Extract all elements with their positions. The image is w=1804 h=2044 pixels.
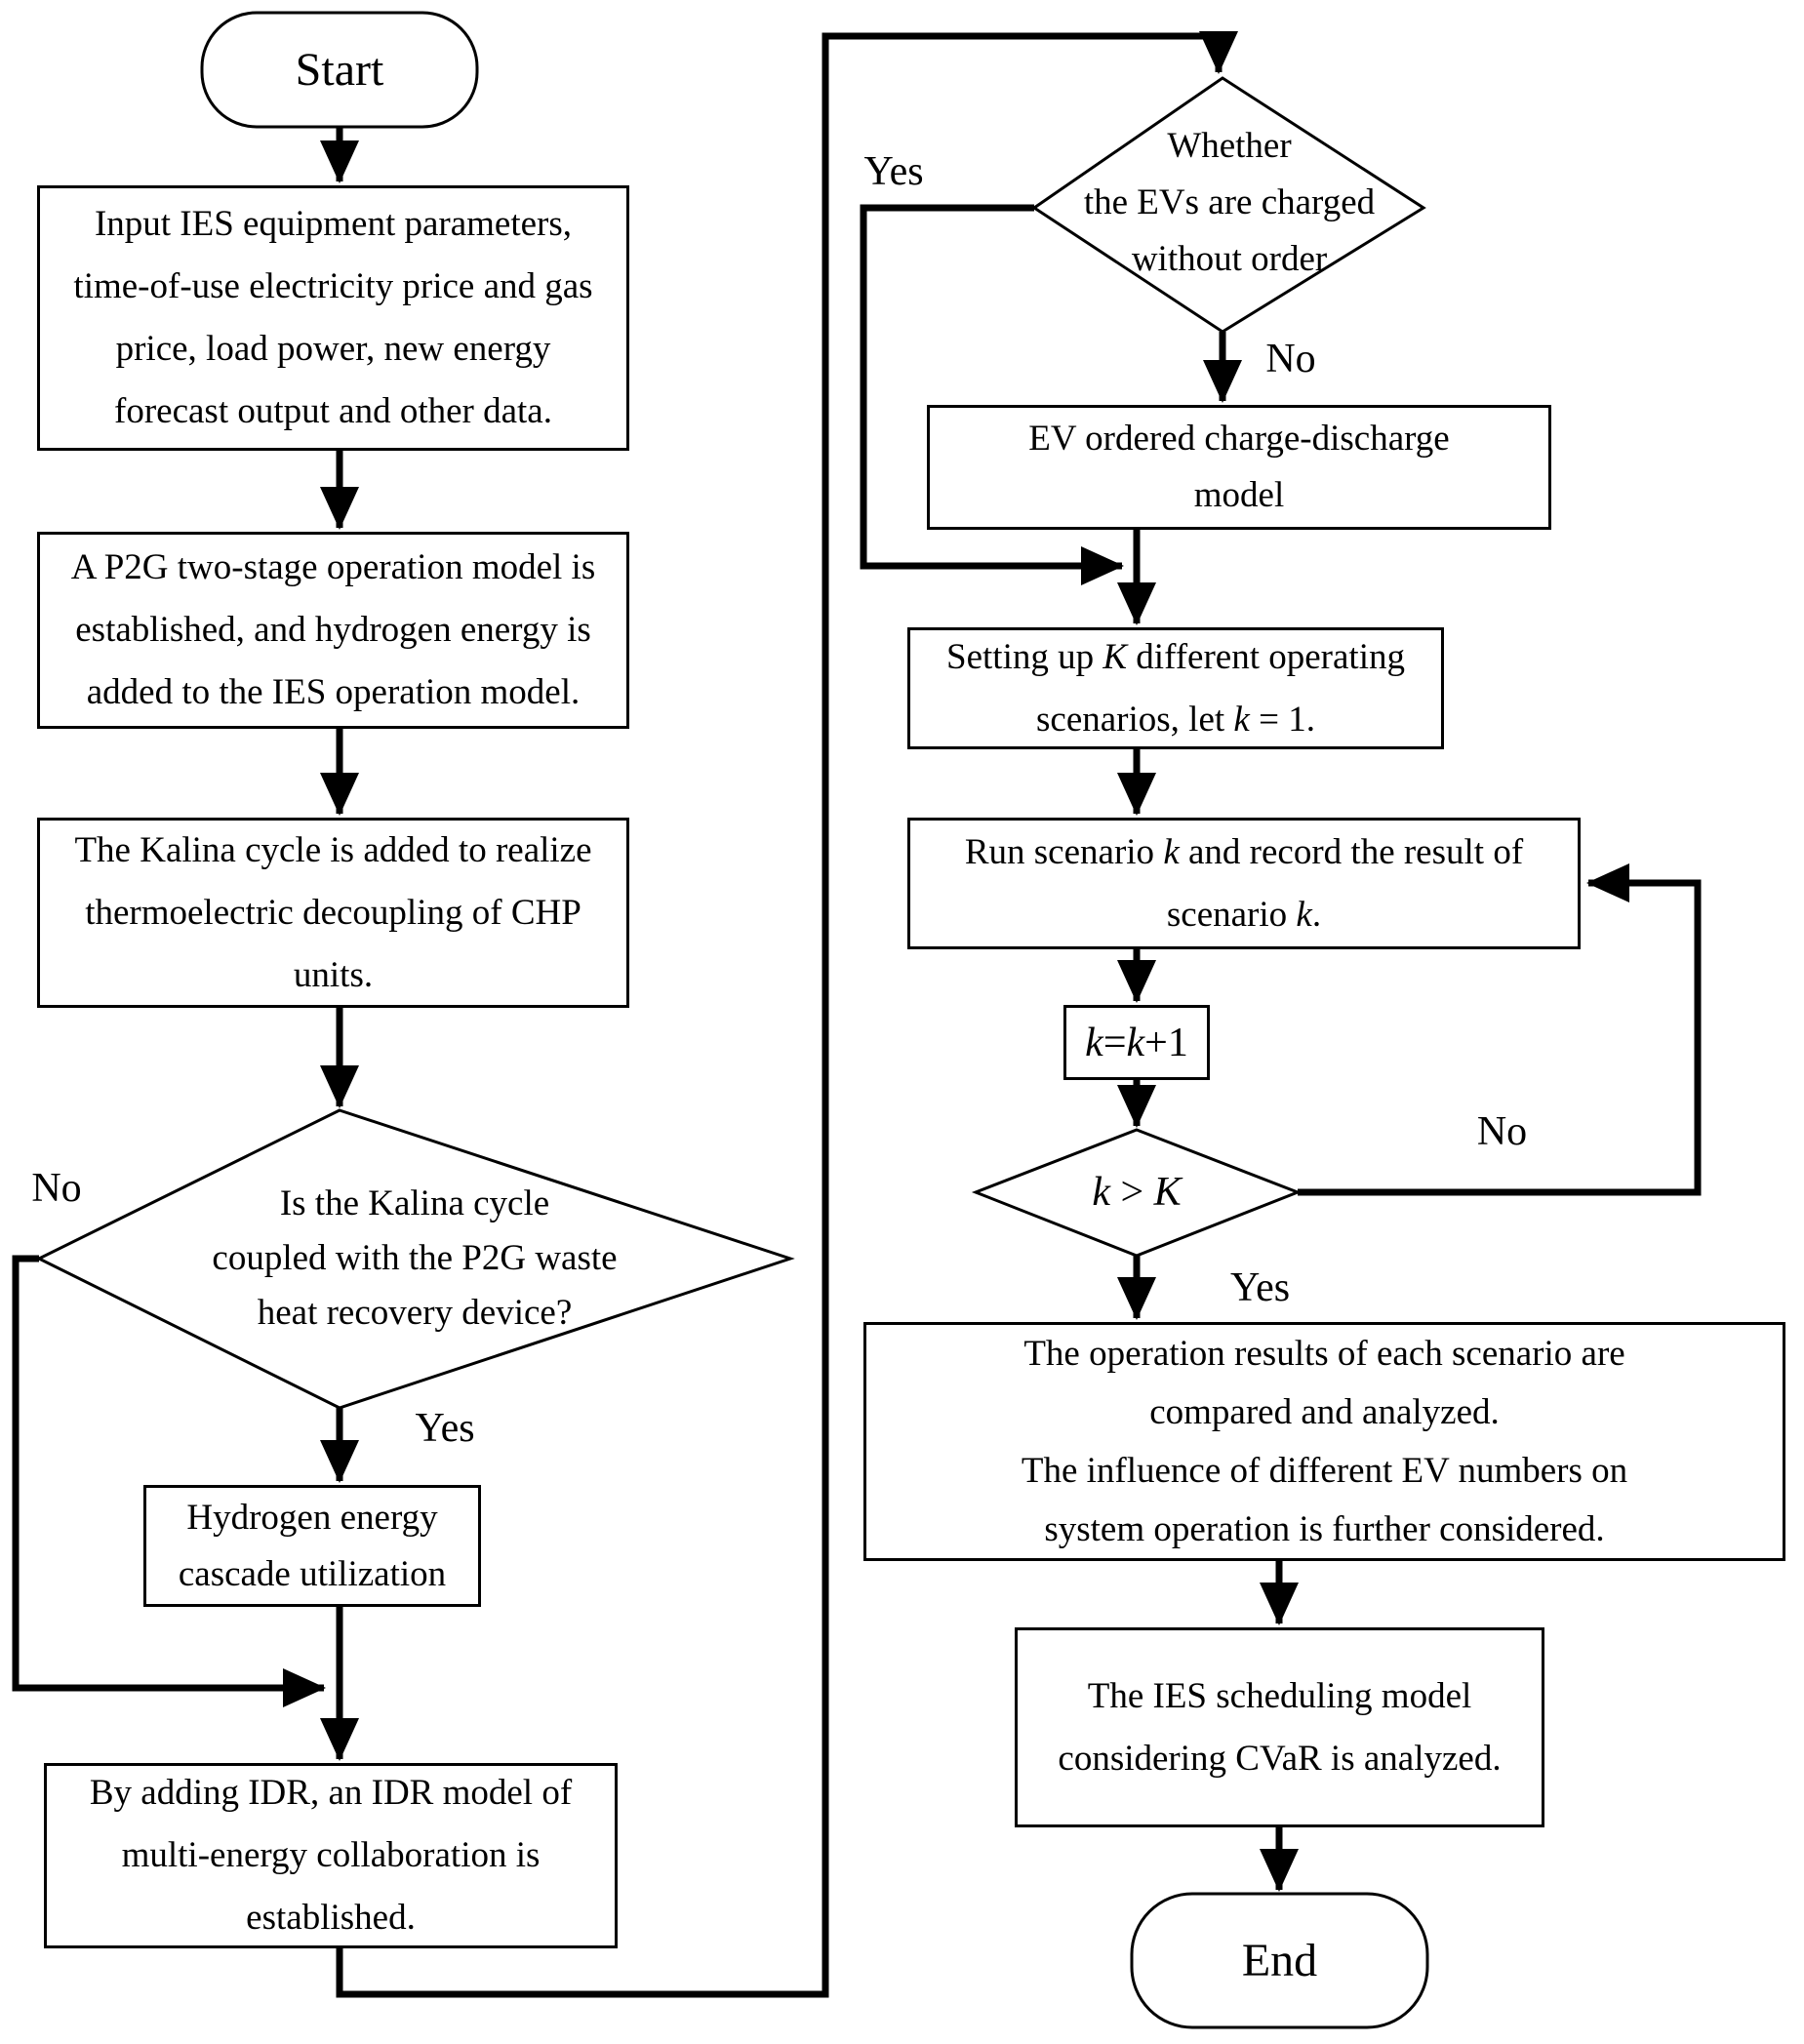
k-decision-label: k > K xyxy=(1092,1170,1182,1215)
process-input-data: Input IES equipment parameters,time-of-u… xyxy=(37,185,629,451)
end-terminator-label: End xyxy=(1241,1934,1318,1986)
connector-decision-no-to-idr-junction xyxy=(12,1255,326,1707)
ev-decision-yes-label: Yes xyxy=(863,149,924,194)
start-terminator-label: Start xyxy=(295,43,384,96)
process-results-analysis: The operation results of each scenario a… xyxy=(863,1322,1785,1561)
k-decision-yes-label: Yes xyxy=(1229,1265,1291,1310)
process-increment-k: k=k+1 xyxy=(1063,1005,1210,1080)
kalina-decision-yes-label: Yes xyxy=(415,1406,475,1451)
ev-decision-no-label: No xyxy=(1265,337,1316,381)
connector-idr-to-ev-decision xyxy=(336,31,1238,1998)
end-terminator-shape xyxy=(1130,1892,1429,2029)
connector-k-decision-no-loop-to-run xyxy=(1298,863,1702,1196)
k-decision-no-label: No xyxy=(1476,1109,1528,1154)
connector-ev-decision-yes-bypass xyxy=(860,204,1124,585)
kalina-decision-no-label: No xyxy=(31,1166,82,1211)
